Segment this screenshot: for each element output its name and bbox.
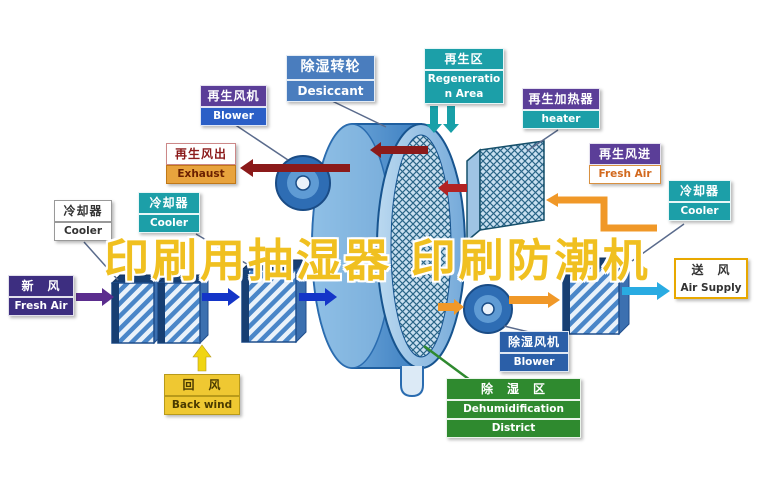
label-fresh-air-left-en: Fresh Air (8, 297, 74, 316)
arrow-regen-fresh-head (546, 193, 558, 207)
arrow-heater-to-wheel (438, 180, 467, 196)
flow-arrows (76, 106, 670, 372)
label-regen-fresh-air: 再生风进 Fresh Air (589, 143, 661, 184)
label-dehumid-district-en1: Dehumidification (446, 400, 581, 419)
arrow-fresh-air-in (76, 288, 114, 306)
label-air-supply: 送 风 Air Supply (674, 258, 748, 299)
arrow-process-1 (202, 288, 240, 306)
heat-exchanger-left-a (110, 273, 164, 345)
label-regen-blower-cn: 再生风机 (200, 85, 267, 107)
label-desiccant-wheel: 除湿转轮 Desiccant (286, 55, 375, 102)
label-dehumid-district-cn: 除 湿 区 (446, 378, 581, 400)
arrow-return-air (192, 344, 212, 372)
label-exhaust-cn: 再生风出 (166, 143, 236, 165)
label-regeneration-area-en: Regeneration Area (424, 70, 504, 104)
label-fresh-air-left: 新 风 Fresh Air (8, 275, 74, 316)
arrow-exhaust (240, 159, 350, 177)
label-cooler-mid: 冷却器 Cooler (138, 192, 200, 233)
label-back-wind-en: Back wind (164, 396, 240, 415)
label-exhaust: 再生风出 Exhaust (166, 143, 236, 184)
label-regeneration-area-cn: 再生区 (424, 48, 504, 70)
regeneration-heater (466, 140, 545, 243)
label-air-supply-cn: 送 风 (676, 260, 746, 280)
label-cooler-mid-en: Cooler (138, 214, 200, 233)
arrow-regen-top (370, 142, 428, 158)
heat-exchanger-left-b (156, 273, 210, 345)
drain-spout (400, 366, 424, 398)
label-desiccant-wheel-cn: 除湿转轮 (286, 55, 375, 80)
rotor-matrix-hatch (390, 134, 452, 358)
label-regeneration-area: 再生区 Regeneration Area (424, 48, 504, 104)
connector-lines (83, 99, 685, 382)
arrow-regen-down-1 (426, 106, 442, 133)
label-regen-heater-en: heater (522, 110, 600, 129)
label-regen-blower-en: Blower (200, 107, 267, 126)
watermark-title: 印刷用抽湿器 印刷防潮机 (104, 234, 651, 287)
label-dehumid-blower-en: Blower (499, 353, 569, 372)
label-fresh-air-left-cn: 新 风 (8, 275, 74, 297)
label-cooler-left: 冷却器 Cooler (54, 200, 112, 241)
label-cooler-mid-cn: 冷却器 (138, 192, 200, 214)
label-air-supply-en: Air Supply (676, 280, 746, 297)
label-cooler-left-en: Cooler (54, 222, 112, 241)
label-regen-heater-cn: 再生加热器 (522, 88, 600, 110)
label-regen-fresh-air-cn: 再生风进 (589, 143, 661, 165)
label-dehumid-district: 除 湿 区 Dehumidification District (446, 378, 581, 438)
label-dehumid-blower-cn: 除湿风机 (499, 331, 569, 353)
label-cooler-right: 冷却器 Cooler (668, 180, 731, 221)
label-dehumid-district-en2: District (446, 419, 581, 438)
label-back-wind: 回 风 Back wind (164, 374, 240, 415)
arrow-supply-2 (509, 292, 560, 308)
label-regen-blower: 再生风机 Blower (200, 85, 267, 126)
process-blower-fan (463, 284, 513, 334)
label-desiccant-wheel-en: Desiccant (286, 80, 375, 102)
label-cooler-right-en: Cooler (668, 202, 731, 221)
arrow-regen-down-2 (443, 106, 459, 133)
label-regen-heater: 再生加热器 heater (522, 88, 600, 129)
arrow-supply-3 (622, 282, 670, 300)
dehumid-zone-pointer (423, 344, 471, 382)
arrow-process-2 (299, 288, 337, 306)
label-cooler-right-cn: 冷却器 (668, 180, 731, 202)
arrow-supply-1 (438, 299, 464, 315)
arrow-regen-fresh-path (558, 196, 657, 232)
label-regen-fresh-air-en: Fresh Air (589, 165, 661, 184)
heat-exchanger-right (561, 256, 631, 336)
label-dehumid-blower: 除湿风机 Blower (499, 331, 569, 372)
label-back-wind-cn: 回 风 (164, 374, 240, 396)
label-cooler-left-cn: 冷却器 (54, 200, 112, 222)
label-exhaust-en: Exhaust (166, 165, 236, 184)
